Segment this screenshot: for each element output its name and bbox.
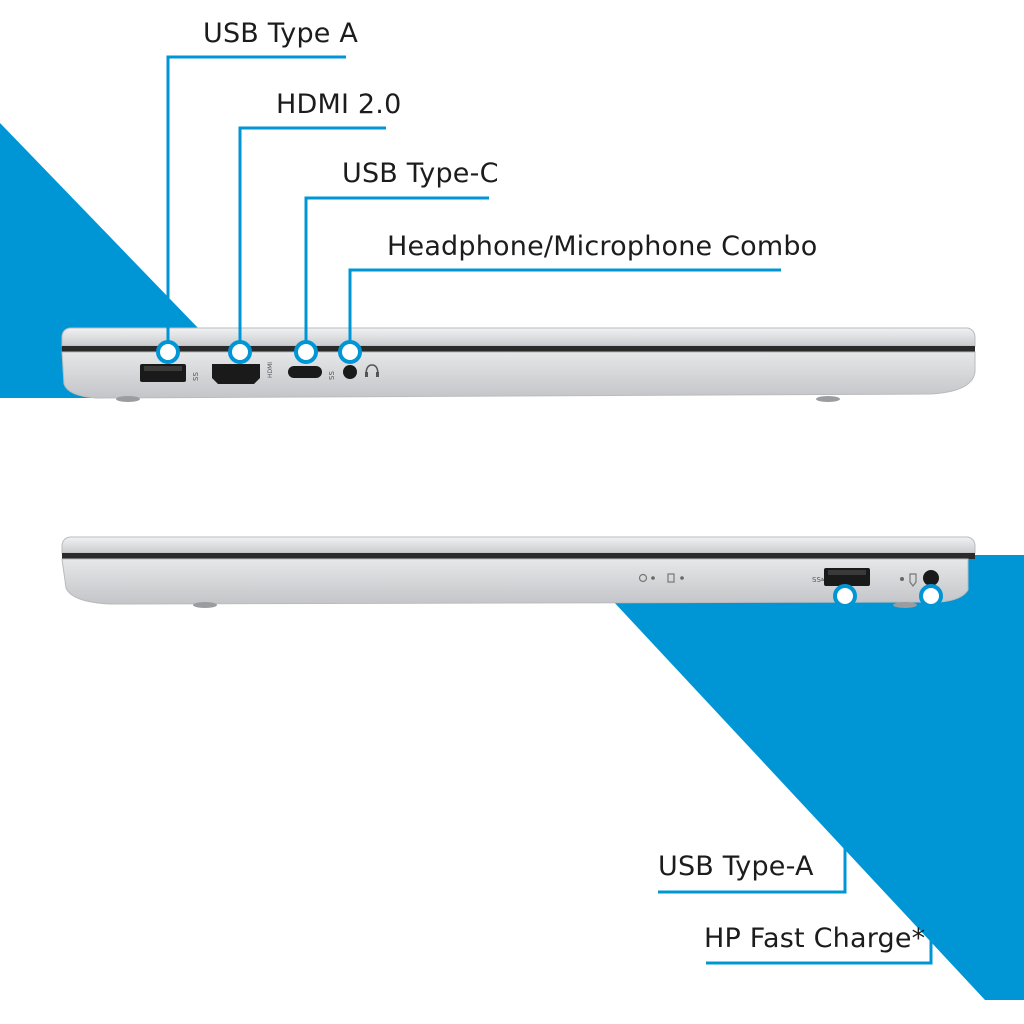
usb-c-superspeed-icon: SS (328, 371, 336, 380)
laptop-foot (893, 602, 917, 608)
callout-marker-usb-type-c (294, 340, 318, 364)
callout-lines-left (166, 55, 781, 352)
superspeed-icon: SS⇋ (812, 576, 827, 584)
hdmi-port (212, 364, 260, 384)
callout-markers-left (156, 340, 362, 364)
usb-a-port-tongue (828, 570, 866, 575)
power-jack (923, 570, 939, 586)
laptop-left-side: SS HDMI SS (61, 327, 976, 402)
callout-line-audio-combo (348, 268, 781, 352)
callout-lines-right (658, 596, 933, 965)
laptop-foot (116, 396, 140, 402)
label-usb-type-a-right: USB Type-A (658, 851, 814, 882)
headphone-icon (365, 364, 379, 376)
callout-line-usb-type-a-right (658, 596, 847, 894)
callout-marker-usb-type-a-right (833, 584, 857, 608)
label-fast-charge: HP Fast Charge* (704, 923, 926, 954)
label-usb-type-a: USB Type A (203, 18, 359, 49)
label-hdmi: HDMI 2.0 (276, 89, 402, 120)
blue-accent-triangle-right (612, 555, 1024, 1000)
label-usb-type-c: USB Type-C (342, 158, 499, 189)
usb-a-port-tongue (144, 366, 182, 371)
hdmi-logo-icon: HDMI (267, 362, 274, 378)
usb-c-port (288, 366, 322, 378)
superspeed-icon: SS (192, 372, 200, 381)
laptop-lid (61, 536, 976, 554)
drive-activity-icon (667, 573, 675, 583)
callout-marker-usb-type-a (156, 340, 180, 364)
callout-line-hdmi (238, 126, 386, 352)
laptop-foot (193, 602, 217, 608)
callout-line-usb-type-c (304, 196, 489, 352)
power-plug-icon (909, 573, 917, 587)
drive-activity-led (680, 576, 684, 580)
callout-marker-fast-charge (919, 584, 943, 608)
callout-markers-right (833, 584, 943, 608)
laptop-foot (816, 396, 840, 402)
power-led (651, 576, 655, 580)
laptop-seam (62, 553, 975, 559)
callout-line-usb-type-a (166, 55, 346, 352)
laptop-right-side: SS⇋ (61, 536, 976, 608)
charge-led (900, 577, 904, 581)
callout-marker-audio-combo (338, 340, 362, 364)
laptop-seam (62, 346, 975, 352)
laptop-lid (61, 327, 976, 347)
audio-jack (343, 365, 357, 379)
label-audio-combo: Headphone/Microphone Combo (387, 231, 818, 262)
callout-marker-hdmi (228, 340, 252, 364)
power-indicator-icon (638, 573, 648, 583)
headphone-icon-earcup (365, 372, 368, 377)
callout-line-fast-charge (706, 596, 933, 965)
headphone-icon-earcup (376, 372, 379, 377)
laptop-base (61, 351, 976, 399)
